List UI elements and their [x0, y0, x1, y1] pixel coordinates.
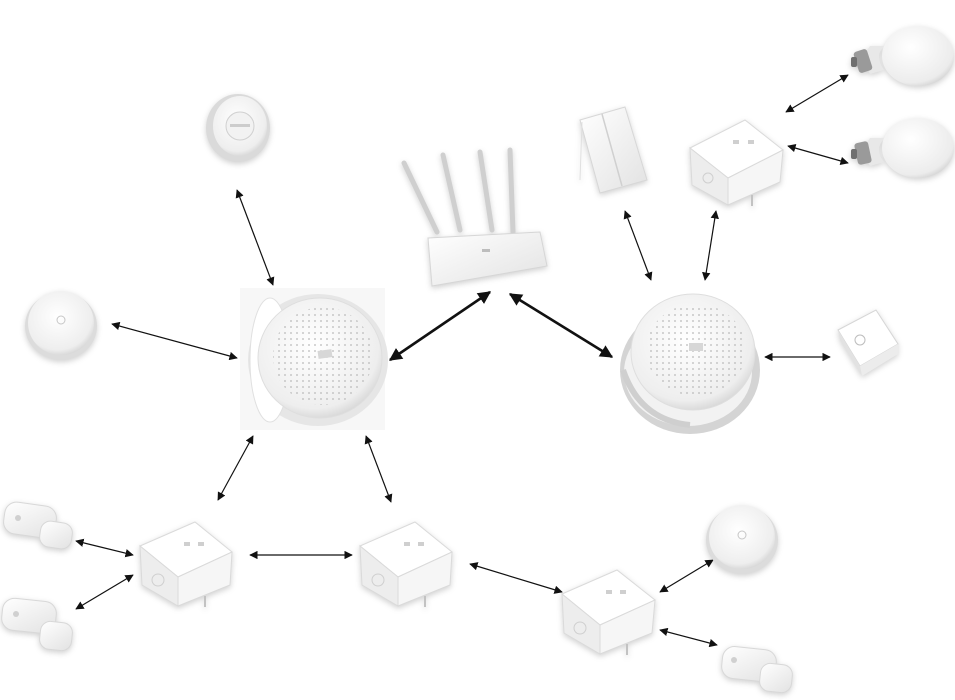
plug-bottom-left-icon: [139, 521, 233, 607]
plug-bottom-middle-icon: [359, 521, 453, 607]
plug-top-icon: [689, 119, 784, 206]
wireless-button-right-icon: [706, 505, 778, 574]
smoke-detector-icon: [206, 94, 270, 162]
door-sensor-3-icon: [721, 646, 793, 694]
edge-hub-right-router: [508, 292, 614, 359]
edge-hub-left-smoke-detector: [235, 189, 275, 286]
edge-hub-left-plug-bm: [364, 435, 393, 503]
edge-plug-bm-plug-br: [469, 562, 563, 594]
hub-right-icon: [620, 293, 760, 434]
bulb-2-icon: [851, 118, 954, 178]
edge-hub-left-button: [111, 321, 238, 361]
wireless-button-left-icon: [25, 291, 97, 360]
plug-bottom-right-icon: [561, 569, 656, 655]
edge-plug-br-button: [659, 559, 714, 593]
edge-hub-right-switch: [623, 210, 653, 281]
door-sensor-2-icon: [1, 597, 73, 652]
edge-plug-br-door-3: [659, 627, 718, 648]
router-icon: [401, 147, 548, 287]
door-sensor-1-icon: [3, 501, 73, 550]
connectors: [75, 74, 849, 648]
edge-plug-bl-door-1: [75, 538, 134, 558]
bulb-1-icon: [851, 26, 954, 86]
hub-left-icon: [240, 288, 388, 430]
edge-plug-top-bulb-2: [787, 144, 849, 165]
wall-switch-icon: [579, 106, 648, 194]
edge-plug-bl-door-2: [75, 574, 134, 610]
edge-hub-left-plug-bl: [217, 435, 254, 501]
edge-hub-left-router: [388, 290, 492, 362]
edge-plug-top-bulb-1: [785, 74, 849, 113]
edge-hub-right-plug-top: [702, 210, 719, 281]
temperature-sensor-icon: [837, 309, 899, 376]
